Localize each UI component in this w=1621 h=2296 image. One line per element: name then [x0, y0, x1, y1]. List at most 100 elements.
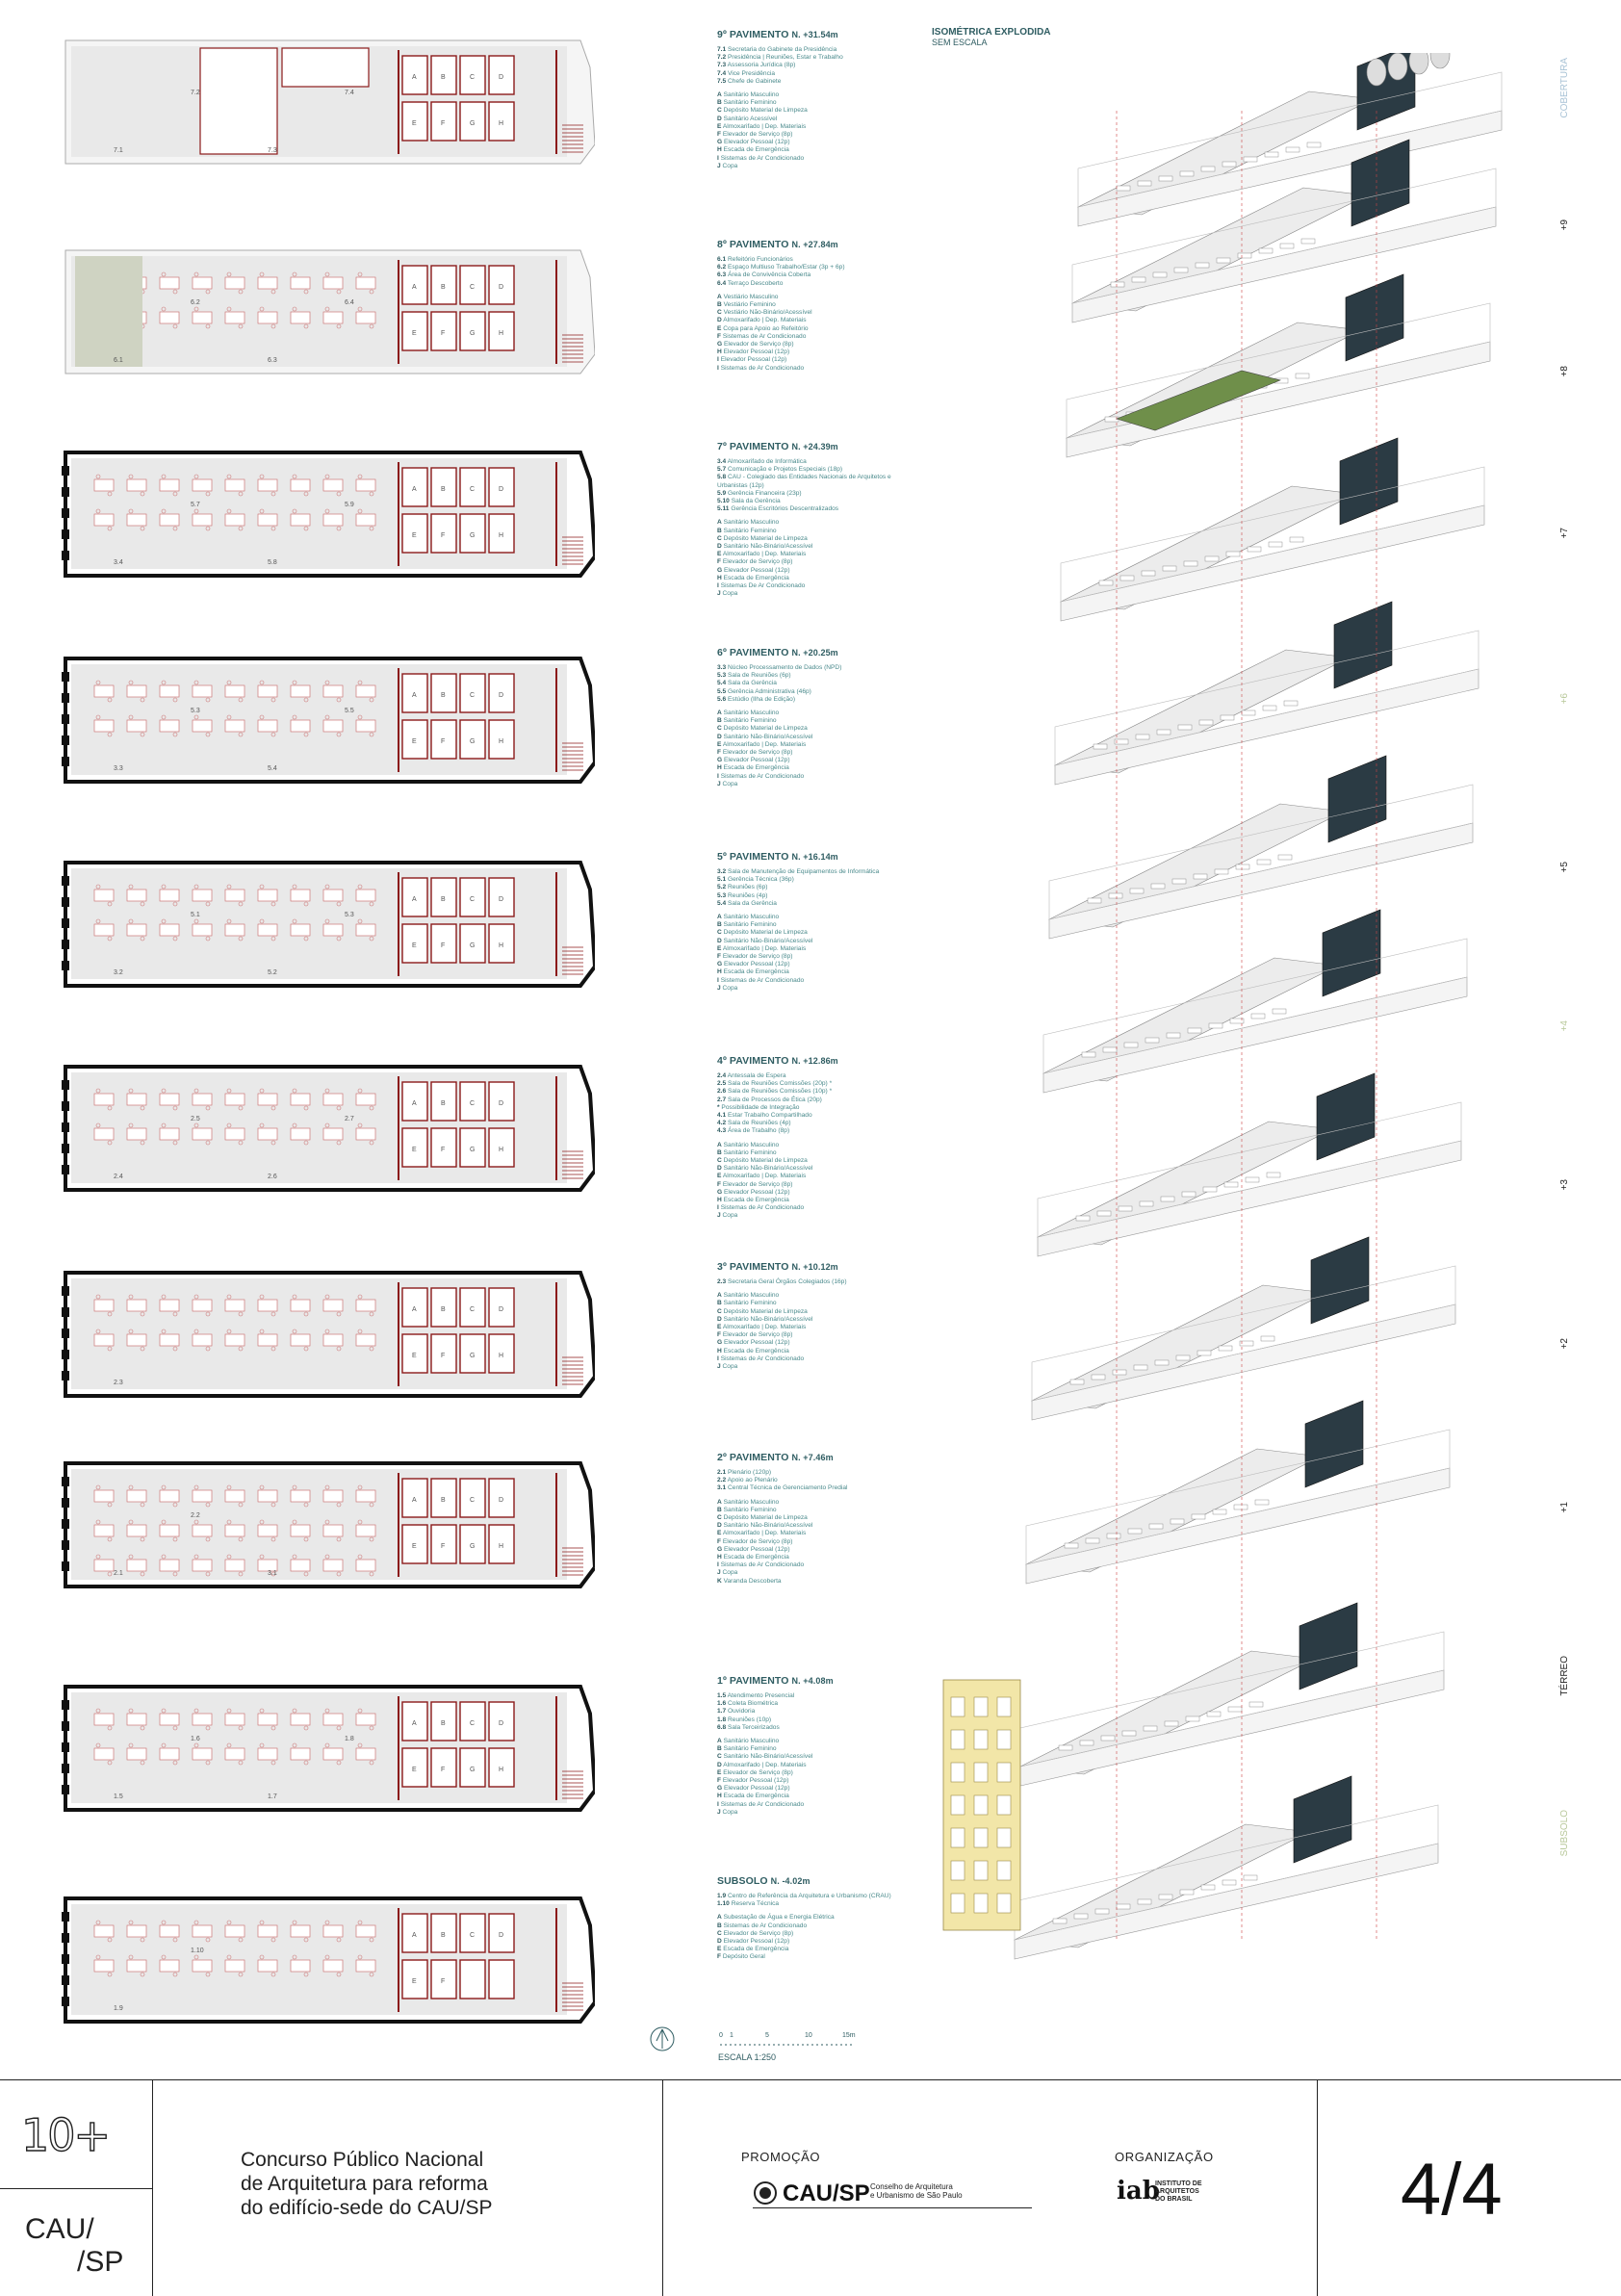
floor-level: N. +24.39m — [791, 442, 838, 451]
item-name: Sanitário Acessível — [723, 115, 778, 122]
item-code: 7.5 — [717, 77, 727, 85]
core-letter: F — [441, 1767, 445, 1773]
service-item: G Elevador Pessoal (12p) — [717, 139, 919, 146]
floor-title: 7º PAVIMENTO N. +24.39m — [717, 441, 919, 452]
service-item: E Almoxarifado | Dep. Materiais — [717, 123, 919, 131]
item-name: Sistemas de Ar Condicionado — [720, 364, 805, 372]
core-letter: G — [470, 330, 475, 337]
room-item: 7.4 Vice Presidência — [717, 70, 919, 78]
item-name: Terraço Descoberto — [727, 279, 784, 287]
item-code: F — [717, 749, 722, 757]
brand-mark-logo: 10+ — [20, 2108, 111, 2161]
item-code: H — [717, 1197, 722, 1204]
core-letter: C — [470, 486, 475, 493]
iso-floor-10 — [1018, 1602, 1445, 1787]
item-name: Sala de Reuniões Comissões (20p) * — [728, 1080, 833, 1088]
scale-label: ESCALA 1:250 — [718, 2052, 776, 2062]
stair-icon — [562, 334, 583, 363]
rooftop-tanks-drawing — [1366, 53, 1451, 87]
item-code: A — [717, 709, 722, 717]
item-code: B — [717, 1506, 722, 1513]
item-name: Sistemas de Ar Condicionado — [720, 1561, 805, 1569]
item-code: 5.3 — [717, 891, 727, 899]
room-item: 2.7 Sala de Processos de Ética (20p) — [717, 1096, 919, 1104]
item-code: D — [717, 937, 722, 944]
room-item: 5.10 Sala da Gerência — [717, 498, 919, 505]
service-item: D Sanitário Não-Binário/Acessível — [717, 543, 919, 551]
item-name: Sanitário Masculino — [723, 91, 780, 99]
item-name: Sala Terceirizados — [728, 1723, 780, 1731]
service-item: E Almoxarifado | Dep. Materiais — [717, 741, 919, 749]
item-code: G — [717, 961, 723, 968]
service-item: A Subestação de Água e Energia Elétrica — [717, 1914, 919, 1922]
item-code: 3.2 — [717, 868, 727, 875]
item-code: I — [717, 976, 719, 984]
scale-bar: 0 1 5 10 15m ESCALA 1:250 — [650, 2026, 856, 2062]
item-code: 7.1 — [717, 46, 727, 53]
service-item: G Elevador Pessoal (12p) — [717, 1785, 919, 1793]
item-code: F — [717, 332, 722, 340]
item-code: G — [717, 1339, 723, 1347]
core-letter: H — [499, 120, 503, 127]
iso-floor-1 — [1070, 139, 1497, 323]
room-label: 3.1 — [268, 1570, 277, 1577]
floor-level: N. +12.86m — [791, 1056, 838, 1066]
core-letter: E — [412, 1767, 417, 1773]
promotion-logo-text: CAU/SP — [783, 2180, 870, 2206]
item-name: Copa — [722, 1808, 738, 1816]
service-item: D Sanitário Não-Binário/Acessível — [717, 1316, 919, 1324]
item-code: D — [717, 1761, 722, 1768]
iso-level-label: SUBSOLO — [1559, 1810, 1570, 1857]
iso-level-label: TÉRREO — [1559, 1656, 1570, 1696]
room-list: 3.3 Núcleo Processamento de Dados (NPD)5… — [717, 664, 919, 704]
item-code: G — [717, 1188, 723, 1196]
floor-level: N. +7.46m — [791, 1453, 834, 1462]
service-item: C Depósito Material de Limpeza — [717, 535, 919, 543]
item-name: Refeitório Funcionários — [728, 256, 793, 263]
item-code: C — [717, 1157, 722, 1165]
service-item: I Sistemas de Ar Condicionado — [717, 1801, 919, 1809]
item-code: F — [717, 1953, 722, 1961]
scale-tick-0: 0 — [719, 2032, 723, 2039]
item-code: J — [717, 780, 721, 787]
service-item: E Almoxarifado | Dep. Materiais — [717, 945, 919, 953]
service-item: F Sistemas de Ar Condicionado — [717, 333, 919, 341]
item-code: H — [717, 146, 722, 154]
service-item: F Elevador de Serviço (8p) — [717, 131, 919, 139]
service-item: H Escada de Emergência — [717, 968, 919, 976]
floor-title: 3º PAVIMENTO N. +10.12m — [717, 1261, 919, 1273]
iso-floor-3 — [1059, 437, 1485, 622]
core-letter: E — [412, 1543, 417, 1550]
room-item: 7.2 Presidência | Reuniões, Estar e Trab… — [717, 54, 919, 62]
item-name: Elevador de Serviço (8p) — [723, 1768, 793, 1776]
item-code: D — [717, 115, 722, 122]
room-item: 3.1 Central Técnica de Gerenciamento Pre… — [717, 1484, 919, 1492]
room-item: 5.1 Gerência Técnica (36p) — [717, 876, 919, 884]
room-label: 2.4 — [114, 1174, 123, 1180]
item-code: 6.3 — [717, 271, 727, 279]
item-name: Ouvidoria — [728, 1708, 756, 1716]
room-label: 7.1 — [114, 147, 123, 154]
item-name: Almoxarifado | Dep. Materiais — [723, 317, 807, 324]
service-item: F Depósito Geral — [717, 1953, 919, 1961]
core-letter: D — [499, 284, 503, 291]
room-item: 1.6 Coleta Biométrica — [717, 1700, 919, 1708]
item-code: 7.3 — [717, 62, 727, 69]
item-code: E — [717, 1530, 722, 1537]
room-label: 6.2 — [191, 299, 200, 306]
iso-level-label: +9 — [1559, 219, 1570, 231]
item-code: 1.5 — [717, 1692, 727, 1699]
room-label: 5.7 — [191, 502, 200, 508]
service-item: H Escada de Emergência — [717, 575, 919, 582]
contest-title-line2: de Arquitetura para reforma — [241, 2173, 488, 2195]
service-item: I Sistemas de Ar Condicionado — [717, 1561, 919, 1569]
service-item: C Depósito Material de Limpeza — [717, 725, 919, 733]
item-code: J — [717, 1569, 721, 1577]
item-code: E — [717, 944, 722, 952]
